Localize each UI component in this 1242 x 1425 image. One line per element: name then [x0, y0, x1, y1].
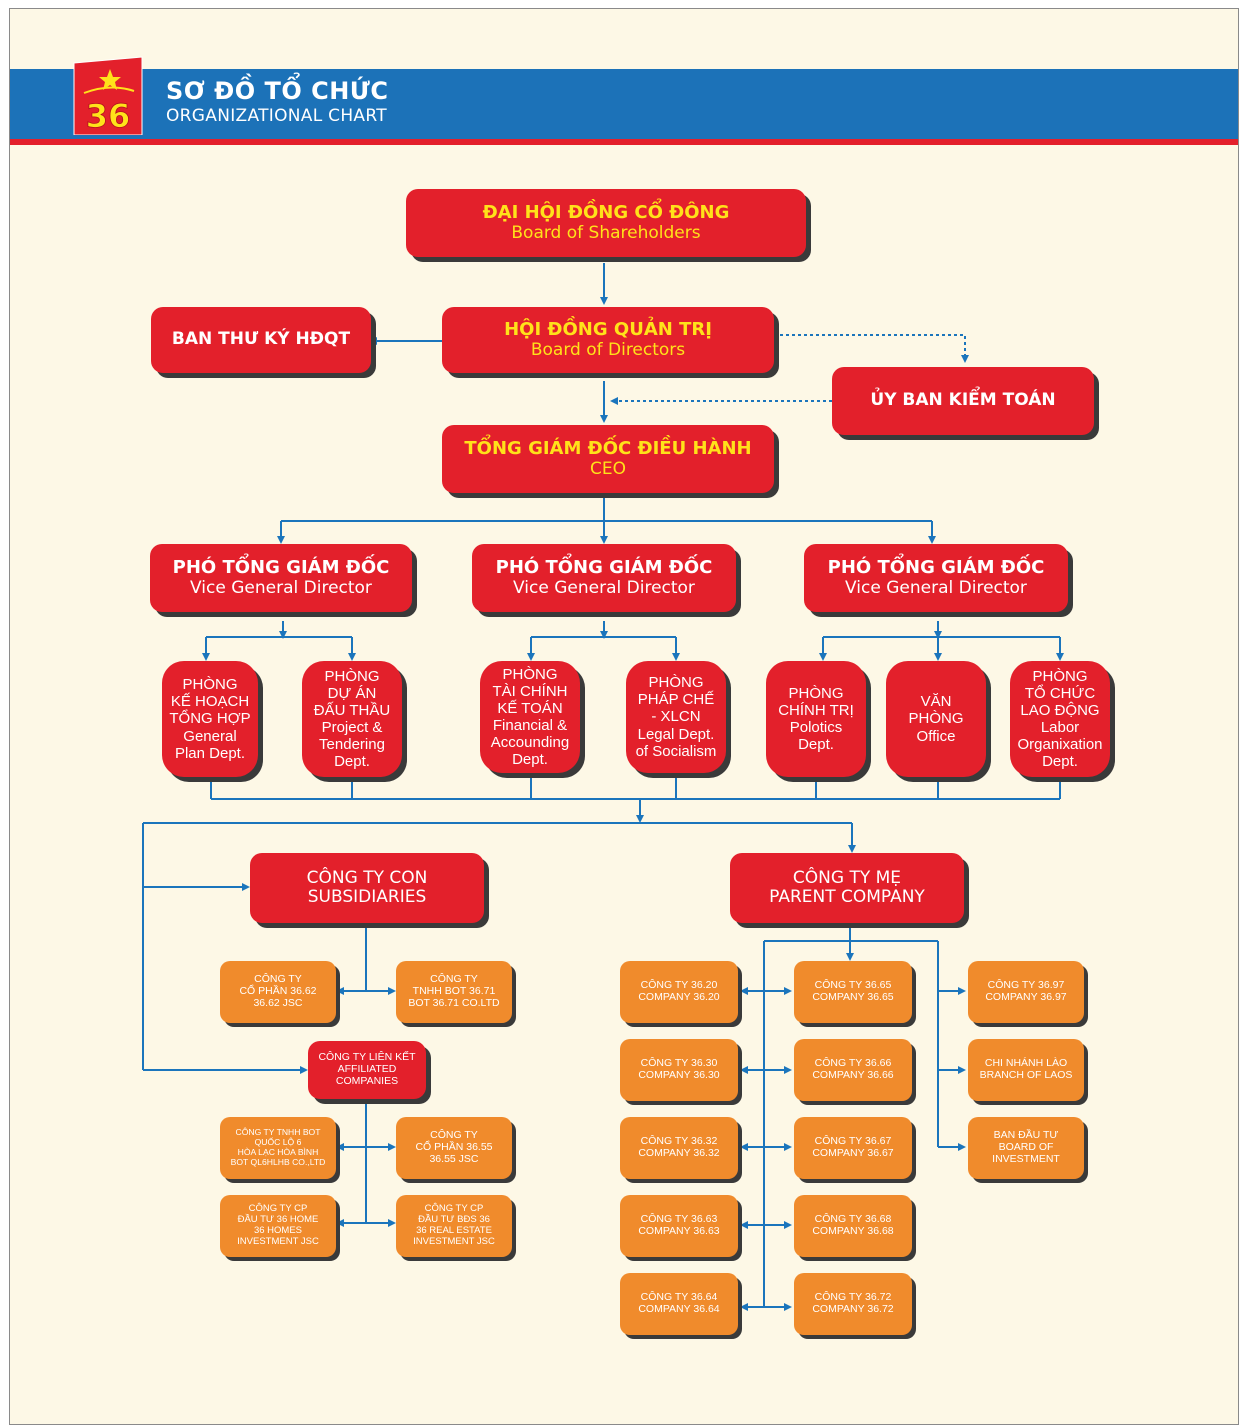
- affiliated-company-box: CÔNG TY TNHH BOT QUỐC LỘ 6 HÒA LẠC HÒA B…: [220, 1117, 336, 1179]
- company-label: CÔNG TY CỔ PHẦN 36.62 36.62 JSC: [239, 973, 317, 1009]
- company-label: CÔNG TY CP ĐẦU TƯ BĐS 36 36 REAL ESTATE …: [413, 1203, 495, 1247]
- vice-director-title-vn: PHÓ TỔNG GIÁM ĐỐC: [172, 557, 390, 579]
- page-title: SƠ ĐỒ TỔ CHỨC: [166, 77, 389, 105]
- department-box-project-tendering: PHÒNG DỰ ÁN ĐẤU THẦU Project & Tendering…: [302, 661, 402, 777]
- logo-number: 36: [86, 97, 131, 135]
- board-title-en: Board of Directors: [530, 339, 686, 360]
- affiliated-company-box: CÔNG TY CP ĐẦU TƯ BĐS 36 36 REAL ESTATE …: [396, 1195, 512, 1257]
- vice-director-box-1: PHÓ TỔNG GIÁM ĐỐC Vice General Director: [150, 544, 412, 612]
- company-label: CÔNG TY 36.64 COMPANY 36.64: [638, 1291, 720, 1315]
- department-box-general-plan: PHÒNG KẾ HOẠCH TỔNG HỢP General Plan Dep…: [162, 661, 258, 777]
- company-label: CÔNG TY 36.66 COMPANY 36.66: [812, 1057, 894, 1081]
- vice-director-title-en: Vice General Director: [845, 577, 1027, 598]
- board-secretary-label: BAN THƯ KÝ HĐQT: [171, 329, 351, 350]
- board-of-shareholders-box: ĐẠI HỘI ĐỒNG CỔ ĐÔNG Board of Shareholde…: [406, 189, 806, 257]
- vice-director-box-3: PHÓ TỔNG GIÁM ĐỐC Vice General Director: [804, 544, 1068, 612]
- company-label: CÔNG TY 36.32 COMPANY 36.32: [638, 1135, 720, 1159]
- connector-lines: [142, 263, 1064, 1311]
- star-icon: [99, 69, 121, 90]
- parent-company-unit-box: CÔNG TY 36.66 COMPANY 36.66: [794, 1039, 912, 1101]
- vice-director-box-2: PHÓ TỔNG GIÁM ĐỐC Vice General Director: [472, 544, 736, 612]
- company-label: CÔNG TY 36.72 COMPANY 36.72: [812, 1291, 894, 1315]
- parent-company-unit-box: CÔNG TY 36.65 COMPANY 36.65: [794, 961, 912, 1023]
- company-label: CÔNG TY CP ĐẦU TƯ 36 HOME 36 HOMES INVES…: [237, 1203, 319, 1247]
- department-box-legal: PHÒNG PHÁP CHẾ - XLCN Legal Dept. of Soc…: [626, 661, 726, 773]
- department-label: PHÒNG PHÁP CHẾ - XLCN Legal Dept. of Soc…: [635, 674, 717, 760]
- parent-company-unit-box: CÔNG TY 36.72 COMPANY 36.72: [794, 1273, 912, 1335]
- company-label: CÔNG TY 36.67 COMPANY 36.67: [812, 1135, 894, 1159]
- department-box-finance-accounting: PHÒNG TÀI CHÍNH KẾ TOÁN Financial & Acco…: [480, 661, 580, 773]
- parent-company-unit-box: CÔNG TY 36.32 COMPANY 36.32: [620, 1117, 738, 1179]
- vice-director-title-vn: PHÓ TỔNG GIÁM ĐỐC: [495, 557, 713, 579]
- audit-committee-label: ỦY BAN KIỂM TOÁN: [870, 390, 1056, 411]
- parent-company-unit-box: CÔNG TY 36.68 COMPANY 36.68: [794, 1195, 912, 1257]
- company-label: CÔNG TY TNHH BOT QUỐC LỘ 6 HÒA LẠC HÒA B…: [230, 1127, 326, 1167]
- branch-of-laos-box: CHI NHÁNH LÀO BRANCH OF LAOS: [968, 1039, 1084, 1101]
- vice-director-title-vn: PHÓ TỔNG GIÁM ĐỐC: [827, 557, 1045, 579]
- ceo-box: TỔNG GIÁM ĐỐC ĐIỀU HÀNH CEO: [442, 425, 774, 493]
- department-label: PHÒNG TỔ CHỨC LAO ĐỘNG Labor Organixatio…: [1017, 667, 1103, 771]
- audit-committee-box: ỦY BAN KIỂM TOÁN: [832, 367, 1094, 435]
- org-chart-page: 36 SƠ ĐỒ TỔ CHỨC ORGANIZATIONAL CHART: [9, 8, 1239, 1425]
- department-label: VĂN PHÒNG Office: [908, 693, 964, 745]
- company-label: CÔNG TY 36.68 COMPANY 36.68: [812, 1213, 894, 1237]
- department-label: PHÒNG TÀI CHÍNH KẾ TOÁN Financial & Acco…: [490, 665, 570, 769]
- department-box-politics: PHÒNG CHÍNH TRỊ Polotics Dept.: [766, 661, 866, 777]
- department-label: PHÒNG KẾ HOẠCH TỔNG HỢP General Plan Dep…: [169, 676, 251, 762]
- department-box-labor-organization: PHÒNG TỔ CHỨC LAO ĐỘNG Labor Organixatio…: [1010, 661, 1110, 777]
- affiliated-companies-box: CÔNG TY LIÊN KẾT AFFILIATED COMPANIES: [308, 1041, 426, 1099]
- board-of-investment-box: BAN ĐẦU TƯ BOARD OF INVESTMENT: [968, 1117, 1084, 1179]
- company-label: CÔNG TY 36.63 COMPANY 36.63: [638, 1213, 720, 1237]
- company-logo: 36: [73, 56, 143, 135]
- affiliated-title: CÔNG TY LIÊN KẾT AFFILIATED COMPANIES: [318, 1051, 416, 1087]
- subsidiaries-box: CÔNG TY CON SUBSIDIARIES: [250, 853, 484, 923]
- department-label: PHÒNG CHÍNH TRỊ Polotics Dept.: [778, 684, 854, 754]
- board-of-directors-box: HỘI ĐỒNG QUẢN TRỊ Board of Directors: [442, 307, 774, 373]
- company-label: CÔNG TY 36.30 COMPANY 36.30: [638, 1057, 720, 1081]
- company-label: CÔNG TY 36.20 COMPANY 36.20: [638, 979, 720, 1003]
- shareholders-title-en: Board of Shareholders: [511, 222, 701, 243]
- parent-company-unit-box: CÔNG TY 36.20 COMPANY 36.20: [620, 961, 738, 1023]
- parent-company-title: CÔNG TY MẸ PARENT COMPANY: [769, 867, 925, 907]
- parent-company-unit-box: CÔNG TY 36.63 COMPANY 36.63: [620, 1195, 738, 1257]
- subsidiary-company-box: CÔNG TY CỔ PHẦN 36.62 36.62 JSC: [220, 961, 336, 1023]
- company-label: CÔNG TY TNHH BOT 36.71 BOT 36.71 CO.LTD: [408, 973, 500, 1009]
- company-label: CHI NHÁNH LÀO BRANCH OF LAOS: [979, 1057, 1073, 1081]
- ceo-title-en: CEO: [590, 458, 626, 479]
- vice-director-title-en: Vice General Director: [190, 577, 372, 598]
- ceo-title-vn: TỔNG GIÁM ĐỐC ĐIỀU HÀNH: [464, 438, 752, 460]
- vice-director-title-en: Vice General Director: [513, 577, 695, 598]
- subsidiaries-title: CÔNG TY CON SUBSIDIARIES: [306, 867, 428, 907]
- affiliated-company-box: CÔNG TY CP ĐẦU TƯ 36 HOME 36 HOMES INVES…: [220, 1195, 336, 1257]
- company-label: CÔNG TY CỔ PHẦN 36.55 36.55 JSC: [415, 1129, 493, 1165]
- page-subtitle: ORGANIZATIONAL CHART: [166, 106, 387, 126]
- parent-company-unit-box: CÔNG TY 36.64 COMPANY 36.64: [620, 1273, 738, 1335]
- board-title-vn: HỘI ĐỒNG QUẢN TRỊ: [504, 319, 712, 341]
- company-label: CÔNG TY 36.65 COMPANY 36.65: [812, 979, 894, 1003]
- board-secretary-box: BAN THƯ KÝ HĐQT: [151, 307, 371, 373]
- subsidiary-company-box: CÔNG TY TNHH BOT 36.71 BOT 36.71 CO.LTD: [396, 961, 512, 1023]
- shareholders-title-vn: ĐẠI HỘI ĐỒNG CỔ ĐÔNG: [482, 202, 730, 224]
- company-label: CÔNG TY 36.97 COMPANY 36.97: [985, 979, 1067, 1003]
- parent-company-unit-box: CÔNG TY 36.67 COMPANY 36.67: [794, 1117, 912, 1179]
- department-box-office: VĂN PHÒNG Office: [886, 661, 986, 777]
- parent-company-unit-box: CÔNG TY 36.97 COMPANY 36.97: [968, 961, 1084, 1023]
- header-banner: [10, 69, 1238, 139]
- parent-company-unit-box: CÔNG TY 36.30 COMPANY 36.30: [620, 1039, 738, 1101]
- department-label: PHÒNG DỰ ÁN ĐẤU THẦU Project & Tendering…: [313, 667, 391, 771]
- header-stripe: [10, 139, 1238, 145]
- parent-company-box: CÔNG TY MẸ PARENT COMPANY: [730, 853, 964, 923]
- company-label: BAN ĐẦU TƯ BOARD OF INVESTMENT: [992, 1129, 1060, 1165]
- affiliated-company-box: CÔNG TY CỔ PHẦN 36.55 36.55 JSC: [396, 1117, 512, 1179]
